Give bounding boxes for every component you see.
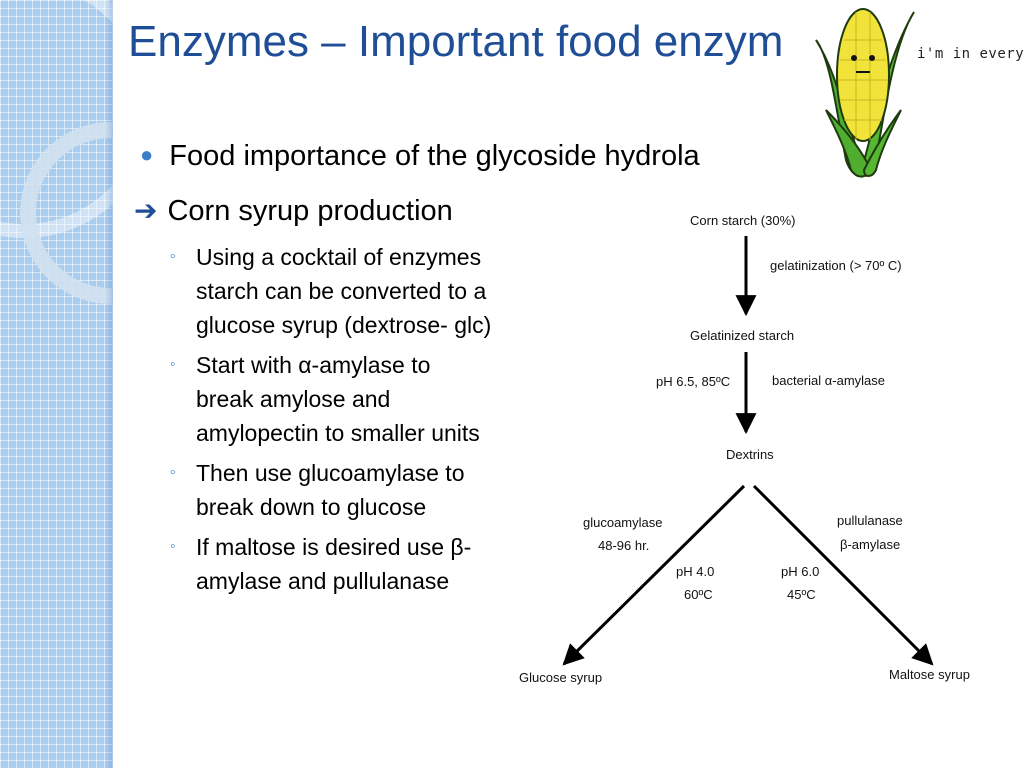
sub-bullet-item: ◦ Start with α-amylase to break amylose … (170, 348, 570, 450)
bullet-dot-icon: ● (140, 142, 154, 167)
sub-bullet-line: glucose syrup (dextrose- glc) (196, 312, 492, 338)
arrow-bullet-text: Corn syrup production (167, 195, 453, 227)
label-beta-amylase: β-amylase (840, 537, 901, 552)
label-duration: 48-96 hr. (598, 538, 650, 553)
slide-title: Enzymes – Important food enzym (128, 17, 784, 66)
label-gelatinization: gelatinization (> 70º C) (770, 258, 902, 273)
sub-bullet-list: ◦ Using a cocktail of enzymes starch can… (170, 240, 570, 604)
arrow-dextrins-to-glucose (562, 484, 746, 666)
sub-bullet-line: Then use glucoamylase to (196, 460, 465, 486)
sub-bullet-item: ◦ Then use glucoamylase to break down to… (170, 456, 570, 524)
label-temp-right: 45ºC (787, 587, 816, 602)
sub-bullet-item: ◦ If maltose is desired use β- amylase a… (170, 530, 570, 598)
corn-caption: i'm in everything (917, 46, 1024, 62)
right-arrow-icon: ➔ (134, 195, 158, 226)
corn-mascot-icon (815, 8, 915, 178)
sub-bullet-line: Using a cocktail of enzymes (196, 244, 482, 270)
sub-bullet-line: If maltose is desired use β- (196, 534, 472, 560)
circle-bullet-icon: ◦ (170, 464, 176, 481)
label-temp-left: 60ºC (684, 587, 713, 602)
sub-bullet-line: amylase and pullulanase (196, 568, 450, 594)
sub-bullet-line: Start with α-amylase to (196, 352, 431, 378)
label-gelatinized-starch: Gelatinized starch (690, 328, 795, 343)
main-bullet: ● Food importance of the glycoside hydrol… (140, 136, 805, 175)
sub-bullet-line: break amylose and (196, 386, 391, 412)
label-glucoamylase: glucoamylase (583, 515, 663, 530)
circle-bullet-icon: ◦ (170, 356, 176, 373)
label-glucose-syrup: Glucose syrup (519, 670, 603, 685)
label-dextrins: Dextrins (726, 447, 774, 462)
main-bullet-text: Food importance of the glycoside hydrola (169, 140, 700, 172)
circle-bullet-icon: ◦ (170, 538, 176, 555)
panel-edge-shade (105, 0, 113, 768)
circle-bullet-icon: ◦ (170, 248, 176, 265)
label-ph-temp-1: pH 6.5, 85ºC (656, 374, 731, 389)
label-pullulanase: pullulanase (837, 513, 903, 528)
label-bacterial-amylase: bacterial α-amylase (772, 373, 886, 388)
sub-bullet-line: starch can be converted to a (196, 278, 487, 304)
sub-bullet-item: ◦ Using a cocktail of enzymes starch can… (170, 240, 570, 342)
label-ph-left: pH 4.0 (676, 564, 715, 579)
left-decorative-panel (0, 0, 113, 768)
arrow-bullet: ➔ Corn syrup production (134, 193, 453, 229)
label-corn-starch: Corn starch (30%) (690, 213, 796, 228)
sub-bullet-line: amylopectin to smaller units (196, 420, 480, 446)
sub-bullet-line: break down to glucose (196, 494, 427, 520)
label-maltose-syrup: Maltose syrup (889, 667, 970, 682)
label-ph-right: pH 6.0 (781, 564, 820, 579)
